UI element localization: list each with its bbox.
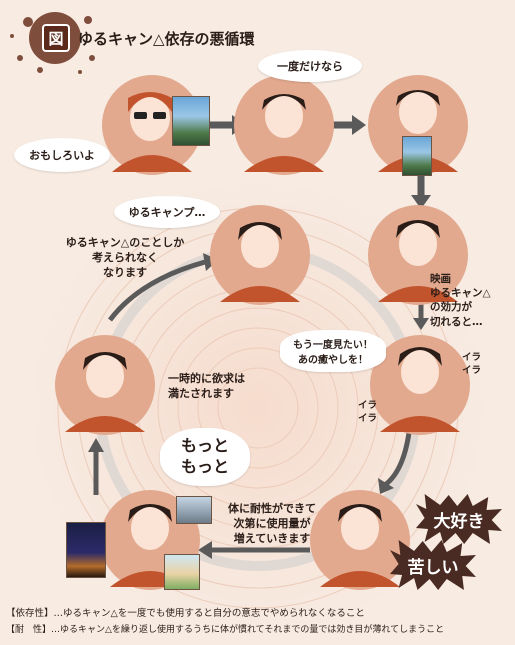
footnote-dependence: 【依存性】…ゆるキャン△を一度でも使用すると自分の意志でやめられなくなること [6, 605, 365, 619]
speech-bubble-mou-ichido: もう一度見たい！ あの癒やしを！ [280, 330, 386, 372]
footnote-text: …ゆるキャン△を一度でも使用すると自分の意志でやめられなくなること [53, 608, 365, 619]
speech-bubble-ichido: 一度だけなら [258, 50, 362, 82]
speech-bubble-yurucamp: ゆるキャンプ… [114, 196, 220, 228]
character-illustration-image [164, 554, 200, 590]
caption-movie: 映画 ゆるキャン△ の効力が 切れると… [430, 273, 491, 328]
title-badge: 図 [42, 24, 70, 52]
speech-bubble-motto: もっと もっと [160, 428, 250, 486]
irritation-text: イラ イラ [462, 352, 482, 376]
person-figures [65, 90, 460, 587]
caption-satisfied: 一時的に欲求は 満たされます [168, 372, 245, 400]
footnote-tolerance: 【耐 性】…ゆるキャン△を繰り返し使用するうちに体が慣れてそれまでの量では効き目… [6, 622, 444, 635]
footnote-text: …ゆるキャン△を繰り返し使用するうちに体が慣れてそれまでの量では効き目が薄れてし… [51, 625, 445, 635]
anime-poster-image [66, 522, 106, 578]
movie-poster-image [172, 96, 210, 146]
page-title: ゆるキャン△依存の悪循環 [78, 30, 255, 48]
caption-tolerance: 体に耐性ができて 次第に使用量が 増えていきます [228, 502, 316, 545]
footnote-label: 【依存性】 [6, 608, 54, 619]
movie-poster-image [402, 136, 432, 176]
caption-think: ゆるキャン△のことしか 考えられなく なります [65, 236, 185, 279]
speech-bubble-omoshiroi: おもしろいよ [14, 138, 110, 172]
footnote-label: 【耐 性】 [6, 625, 52, 635]
group-photo-image [176, 496, 212, 524]
irritation-text: イラ イラ [358, 400, 378, 424]
